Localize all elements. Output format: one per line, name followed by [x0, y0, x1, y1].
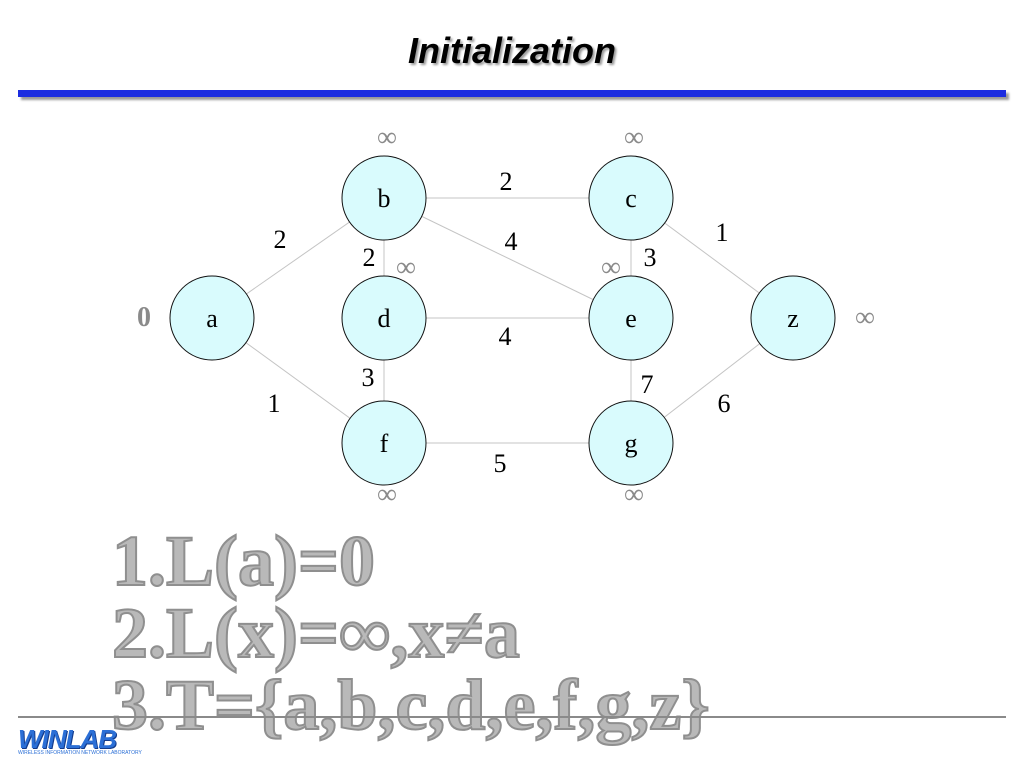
distance-label-f: ∞	[377, 479, 397, 510]
edge-weight-b-e: 4	[505, 227, 518, 256]
node-c	[588, 155, 674, 241]
logo-subtitle: WIRELESS INFORMATION NETWORK LABORATORY	[18, 750, 142, 756]
initialization-steps: 1.L(a)=0 2.L(x)=∞,x≠a 3.T={a,b,c,d,e,f,g…	[111, 521, 711, 745]
edge-weight-a-b: 2	[274, 225, 287, 254]
edge-weight-a-f: 1	[268, 389, 281, 418]
step-2: 2.L(x)=∞,x≠a	[111, 593, 521, 673]
edge-weight-b-c: 2	[500, 167, 513, 196]
footer-divider	[18, 716, 1006, 718]
edge-weight-d-f: 3	[362, 363, 375, 392]
edges-layer	[211, 197, 794, 444]
nodes-layer: a b c d e f g z	[169, 155, 836, 486]
logo-name: WINLAB	[18, 724, 117, 754]
node-b	[341, 155, 427, 241]
node-d	[341, 275, 427, 361]
node-label-d: d	[378, 304, 391, 333]
node-label-e: e	[625, 304, 637, 333]
slide-title: Initialization	[407, 30, 616, 71]
edge-weight-g-z: 6	[718, 389, 731, 418]
node-label-b: b	[378, 184, 391, 213]
distance-label-z: ∞	[855, 302, 875, 333]
distance-label-d: ∞	[396, 252, 416, 283]
node-f	[341, 400, 427, 486]
edge-weight-d-e: 4	[499, 322, 512, 351]
edge-weight-f-g: 5	[494, 449, 507, 478]
distance-label-g: ∞	[624, 479, 644, 510]
title-underline	[18, 90, 1006, 97]
node-z	[750, 275, 836, 361]
edge-weight-c-e: 3	[644, 243, 657, 272]
distance-label-a: 0	[137, 302, 151, 333]
step-1: 1.L(a)=0	[111, 521, 376, 601]
edge-weight-e-g: 7	[641, 370, 654, 399]
node-label-c: c	[625, 184, 637, 213]
edge-weights-layer: 2 1 2 2 4 3 1 4 3 7 5 6	[268, 167, 731, 478]
node-label-f: f	[380, 429, 389, 458]
node-e	[588, 275, 674, 361]
edge-weight-b-d: 2	[363, 243, 376, 272]
step-3: 3.T={a,b,c,d,e,f,g,z}	[111, 665, 711, 745]
node-label-z: z	[787, 304, 799, 333]
distance-label-e: ∞	[601, 252, 621, 283]
node-label-g: g	[625, 429, 638, 458]
distance-label-c: ∞	[624, 122, 644, 153]
node-g	[588, 400, 674, 486]
distance-label-b: ∞	[377, 122, 397, 153]
distance-labels-layer: 0 ∞ ∞ ∞ ∞ ∞ ∞ ∞	[137, 122, 875, 510]
edge-weight-c-z: 1	[716, 218, 729, 247]
winlab-logo: WINLAB WIRELESS INFORMATION NETWORK LABO…	[18, 724, 142, 756]
node-a	[169, 275, 255, 361]
edge-b-e	[383, 197, 632, 319]
node-label-a: a	[206, 304, 218, 333]
